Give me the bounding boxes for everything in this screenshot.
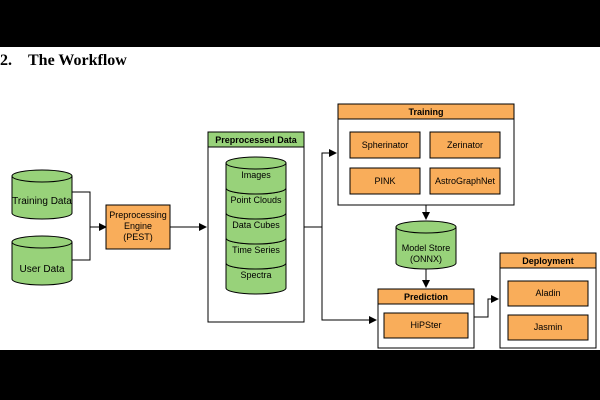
preprocessing-engine-line2: Engine [124,221,152,231]
prediction-title: Prediction [404,292,448,302]
training-item-astrographnet: AstroGraphNet [429,167,501,195]
model-store-line1: Model Store [402,243,451,253]
svg-text:PINK: PINK [374,176,395,186]
preprocessed-data-stack: Spectra Time Series Data Cubes Point Clouds… [225,156,287,295]
user-data-cylinder: User Data [11,235,73,286]
stack-item-label: Point Clouds [230,195,282,205]
training-item-spherinator: Spherinator [349,131,421,159]
training-title: Training [408,107,443,117]
connector-preprocessed-to-training [304,149,337,228]
training-data-cylinder: Training Data [11,169,73,220]
preprocessed-data-title: Preprocessed Data [215,135,298,145]
model-store-cylinder: Model Store (ONNX) [395,220,457,270]
preprocessing-engine-line3: (PEST) [123,232,153,242]
training-item-pink: PINK [349,167,421,195]
deployment-container: Deployment Aladin Jasmin [499,252,597,349]
preprocessed-data-container: Preprocessed Data Spectra Time Series Data… [207,131,305,323]
svg-text:HiPSter: HiPSter [410,320,441,330]
deployment-item-jasmin: Jasmin [507,314,589,341]
preprocessing-engine-line1: Preprocessing [109,210,167,220]
svg-text:Spherinator: Spherinator [362,140,409,150]
deployment-title: Deployment [522,256,574,266]
svg-text:Aladin: Aladin [535,288,560,298]
training-item-zerinator: Zerinator [429,131,501,159]
stack-item-label: Time Series [232,245,280,255]
section-number: 2. [0,52,12,69]
user-data-label: User Data [19,264,64,275]
connector-preprocessed-to-prediction [321,227,377,324]
section-heading: 2. The Workflow [0,52,127,70]
svg-text:AstroGraphNet: AstroGraphNet [435,176,496,186]
document-page: 2. The Workflow Training Data [0,47,600,350]
training-data-label: Training Data [12,196,72,207]
svg-text:Zerinator: Zerinator [447,140,483,150]
connector-training-data-to-engine [72,191,107,231]
connector-prediction-to-deployment [474,295,499,318]
model-store-line2: (ONNX) [410,254,442,264]
stack-item-label: Spectra [240,270,271,280]
stack-item-label: Data Cubes [232,220,280,230]
prediction-container: Prediction HiPSter [377,288,475,349]
connector-user-data-to-engine [72,227,91,261]
preprocessing-engine-box: Preprocessing Engine (PEST) [105,204,171,250]
training-container: Training Spherinator Zerinator PINK Astr… [337,103,515,206]
svg-text:Jasmin: Jasmin [534,322,563,332]
deployment-item-aladin: Aladin [507,280,589,307]
prediction-item-hipster: HiPSter [383,312,469,339]
stack-item-label: Images [241,170,271,180]
section-title: The Workflow [28,52,127,69]
stack-item-images: Images [225,156,287,195]
workflow-diagram: Training Data User Data Preprocessing En… [11,103,597,349]
connectors [72,149,499,324]
